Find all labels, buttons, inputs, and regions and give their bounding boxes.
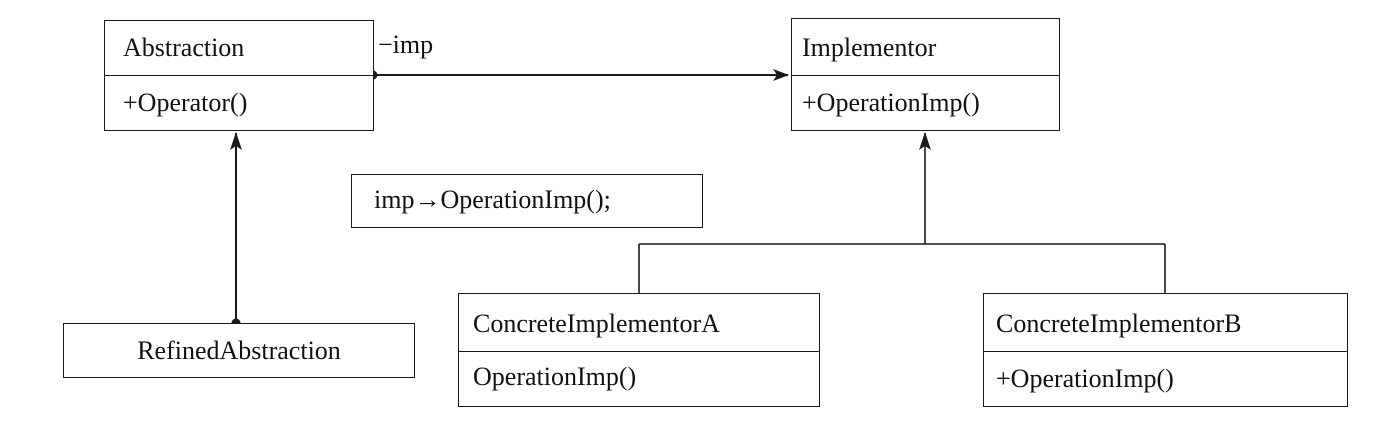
class-concrete-implementor-b-name: ConcreteImplementorB	[984, 294, 1347, 352]
class-refined-abstraction: RefinedAbstraction	[63, 323, 415, 378]
class-refined-abstraction-name: RefinedAbstraction	[137, 336, 341, 365]
class-abstraction-name: Abstraction	[105, 21, 373, 76]
implementation-note: imp→OperationImp();	[351, 174, 703, 228]
class-concrete-implementor-b: ConcreteImplementorB +OperationImp()	[983, 293, 1348, 407]
class-concrete-implementor-a: ConcreteImplementorA OperationImp()	[458, 293, 820, 407]
class-implementor-operation: +OperationImp()	[802, 88, 980, 117]
association-role-label: −imp	[378, 30, 434, 59]
implementor-arrowhead	[919, 132, 931, 150]
class-concrete-implementor-b-operation: +OperationImp()	[996, 364, 1174, 393]
class-implementor-name: Implementor	[792, 19, 1059, 76]
class-abstraction-operation: +Operator()	[123, 88, 248, 117]
class-implementor: Implementor +OperationImp()	[791, 18, 1060, 131]
class-concrete-implementor-a-operation: OperationImp()	[473, 362, 637, 391]
abstraction-arrowhead	[230, 132, 242, 150]
class-abstraction: Abstraction +Operator()	[104, 20, 374, 131]
class-concrete-implementor-a-name: ConcreteImplementorA	[459, 294, 819, 352]
